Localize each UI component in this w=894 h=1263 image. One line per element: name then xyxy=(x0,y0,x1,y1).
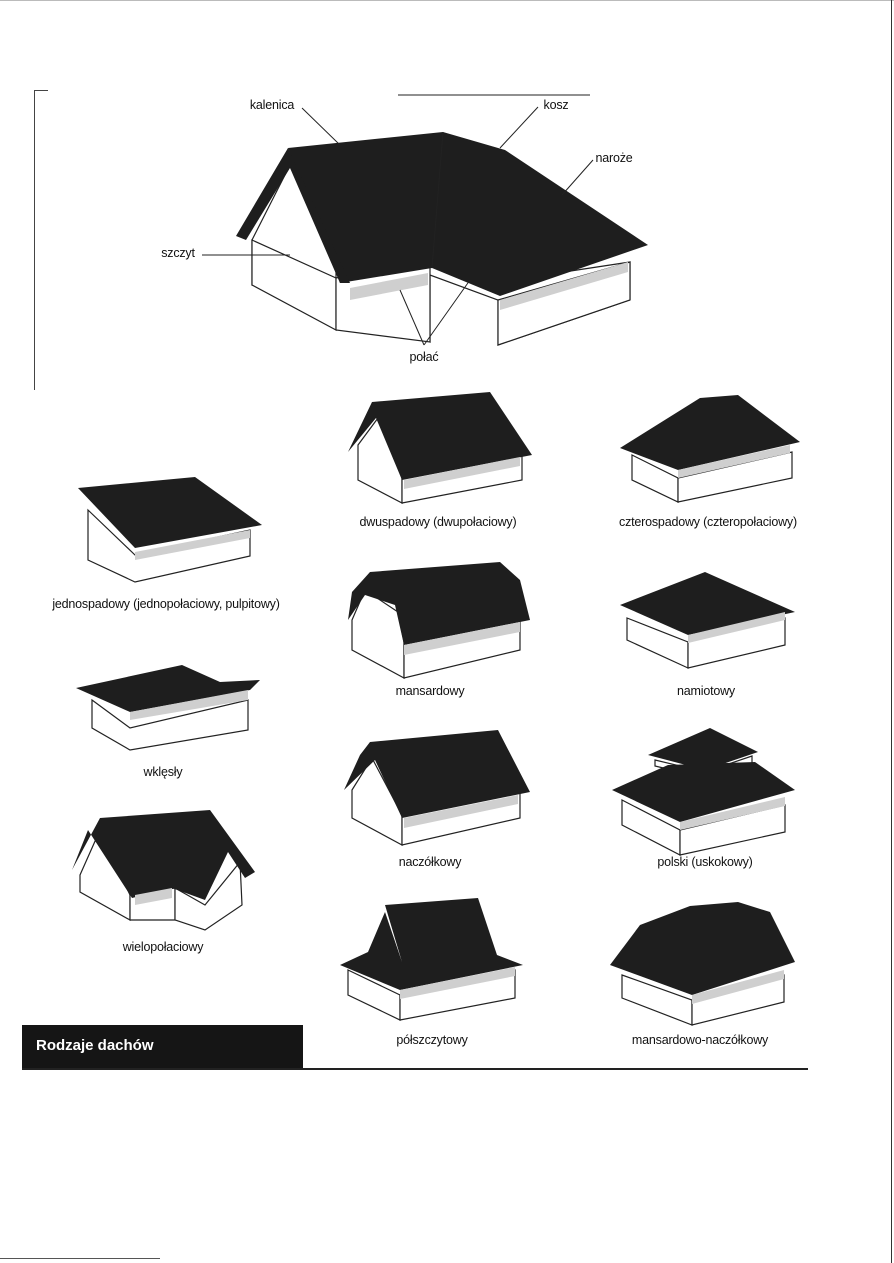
label-kosz: kosz xyxy=(543,98,569,112)
caption-wielopolaciowy: wielopołaciowy xyxy=(122,940,204,954)
bottom-divider xyxy=(22,1068,808,1070)
roof-mansardowy-illustration xyxy=(348,562,530,680)
roof-jednospadowy-illustration xyxy=(78,477,262,583)
label-szczyt: szczyt xyxy=(161,246,195,260)
caption-dwuspadowy: dwuspadowy (dwupołaciowy) xyxy=(359,515,517,529)
roof-naczolkowy-illustration xyxy=(344,730,530,847)
frame-line-left xyxy=(34,90,35,390)
roof-wklesly-illustration xyxy=(76,665,260,751)
label-polac: połać xyxy=(409,350,439,364)
caption-polski: polski (uskokowy) xyxy=(657,855,753,869)
label-kalenica: kalenica xyxy=(249,98,295,112)
roof-czterospadowy-illustration xyxy=(620,395,800,503)
caption-mansardowy: mansardowy xyxy=(395,684,465,698)
roof-polszczytowy-illustration xyxy=(340,898,523,1021)
scan-edge-bottom xyxy=(0,1258,160,1259)
roof-mansardowo-naczolkowy-illustration xyxy=(610,902,795,1026)
roof-wielopolaciowy-illustration xyxy=(72,810,255,931)
caption-czterospadowy: czterospadowy (czteropołaciowy) xyxy=(619,515,797,529)
caption-polszczytowy: półszczytowy xyxy=(396,1033,468,1047)
scan-edge-top xyxy=(0,0,894,1)
main-house-illustration xyxy=(202,94,648,346)
caption-mansardowo-naczolkowy: mansardowo-naczółkowy xyxy=(631,1033,769,1047)
caption-wklesly: wklęsły xyxy=(143,765,183,779)
label-naroze: naroże xyxy=(595,151,633,165)
scan-edge-right xyxy=(891,0,892,1263)
roof-namiotowy-illustration xyxy=(620,572,795,669)
caption-jednospadowy: jednospadowy (jednopołaciowy, pulpitowy) xyxy=(52,597,280,611)
roof-polski-illustration xyxy=(612,728,795,856)
caption-namiotowy: namiotowy xyxy=(677,684,735,698)
roof-dwuspadowy-illustration xyxy=(348,392,532,504)
frame-line-top xyxy=(34,90,48,91)
caption-naczolkowy: naczółkowy xyxy=(398,855,462,869)
title-bar: Rodzaje dachów xyxy=(22,1025,303,1068)
page-title: Rodzaje dachów xyxy=(36,1037,154,1054)
